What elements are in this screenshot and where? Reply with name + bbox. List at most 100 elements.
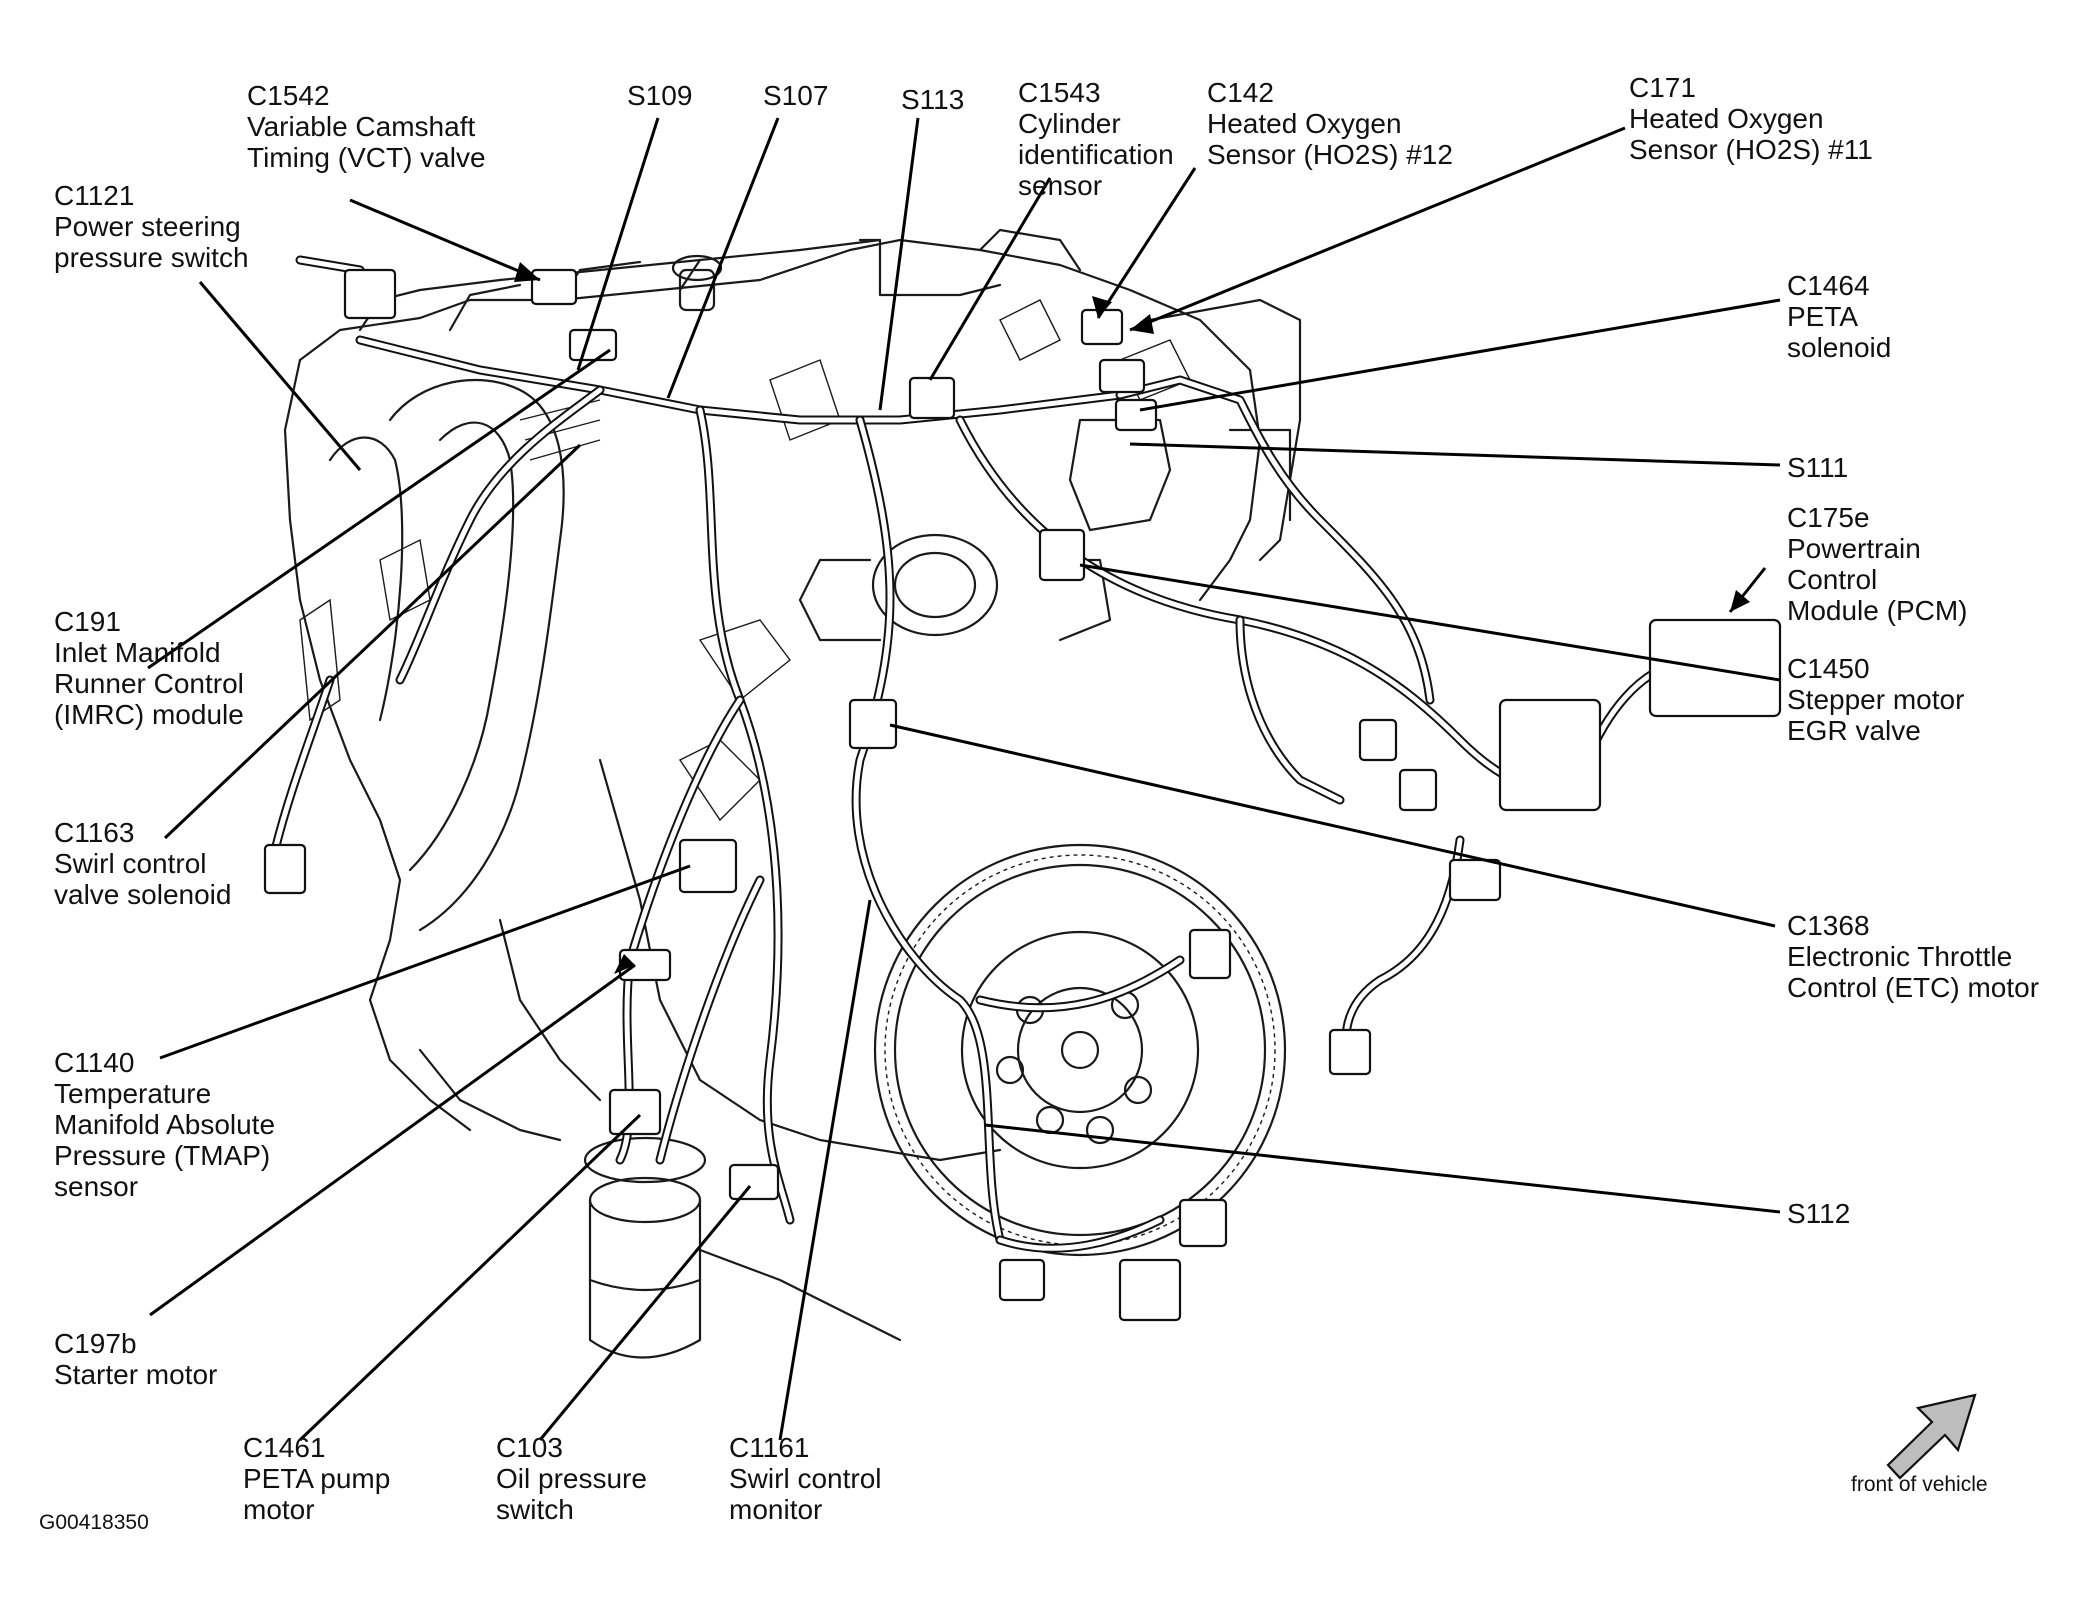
callout-description: Power steering bbox=[54, 211, 241, 242]
callout-description: sensor bbox=[54, 1171, 139, 1202]
callout-description: Stepper motor bbox=[1787, 684, 1965, 715]
tmap-connector bbox=[678, 838, 738, 894]
cylinder-id-connector bbox=[908, 376, 956, 420]
callout-description: Control bbox=[1787, 564, 1878, 595]
callout-description: Cylinder bbox=[1018, 108, 1121, 139]
callout-code: C142 bbox=[1207, 77, 1274, 108]
callout-code: C1161 bbox=[729, 1432, 810, 1463]
aux-connector-e bbox=[1328, 1028, 1372, 1076]
callout-description: Variable Camshaft bbox=[247, 111, 476, 142]
callout-code: C1542 bbox=[247, 80, 330, 111]
connectors bbox=[263, 268, 1782, 1322]
peta-solenoid-connector bbox=[1114, 398, 1158, 432]
aux-connector-f bbox=[1358, 718, 1398, 762]
ps-switch-connector bbox=[343, 268, 397, 320]
callout-code: C197b bbox=[54, 1328, 137, 1359]
callout-code: S107 bbox=[763, 80, 829, 111]
callout-description: Heated Oxygen bbox=[1207, 108, 1402, 139]
callout-description: Electronic Throttle bbox=[1787, 941, 2013, 972]
callout-description: solenoid bbox=[1787, 332, 1892, 363]
callout-code: C1163 bbox=[54, 817, 135, 848]
callout-s111: S111 bbox=[1787, 452, 1848, 483]
callout-code: C1121 bbox=[54, 180, 135, 211]
callout-description: Runner Control bbox=[54, 668, 244, 699]
arrowhead-c175e bbox=[1730, 590, 1750, 612]
callout-s107: S107 bbox=[763, 80, 828, 111]
callout-description: Starter motor bbox=[54, 1359, 218, 1390]
callout-code: C1464 bbox=[1787, 270, 1870, 301]
callout-code: C103 bbox=[496, 1432, 563, 1463]
arrowhead-c142 bbox=[1092, 296, 1112, 318]
callout-code: C175e bbox=[1787, 502, 1870, 533]
engine-drawing bbox=[283, 228, 1302, 1359]
callout-description: Pressure (TMAP) bbox=[54, 1140, 271, 1171]
callout-description: sensor bbox=[1018, 170, 1103, 201]
arrowhead-c197b bbox=[614, 954, 635, 974]
aux-connector-d bbox=[998, 1258, 1046, 1302]
aux-connector-a bbox=[1188, 928, 1232, 980]
callout-description: monitor bbox=[729, 1494, 823, 1525]
callout-description: Temperature bbox=[54, 1078, 212, 1109]
callout-description: Oil pressure bbox=[496, 1463, 647, 1494]
callout-s113: S113 bbox=[901, 84, 964, 115]
ho2s-12-connector bbox=[1080, 308, 1124, 346]
aux-connector-c bbox=[1118, 1258, 1182, 1322]
arrowhead-c1542 bbox=[514, 262, 540, 282]
callout-code: C1368 bbox=[1787, 910, 1870, 941]
egr-connector bbox=[1038, 528, 1086, 582]
wiring-harness bbox=[270, 255, 1705, 1253]
callout-s109: S109 bbox=[627, 80, 692, 111]
callout-description: Sensor (HO2S) #11 bbox=[1629, 134, 1873, 165]
callout-code: C171 bbox=[1629, 72, 1696, 103]
callout-code: S112 bbox=[1787, 1198, 1851, 1229]
etc-connector bbox=[848, 698, 898, 750]
callout-code: C1461 bbox=[243, 1432, 326, 1463]
callout-s112: S112 bbox=[1787, 1198, 1850, 1229]
ho2s-11-connector bbox=[1098, 358, 1146, 394]
callout-description: EGR valve bbox=[1787, 715, 1921, 746]
callout-description: PETA pump bbox=[243, 1463, 391, 1494]
callout-description: PETA bbox=[1787, 301, 1859, 332]
callout-code: S113 bbox=[901, 84, 965, 115]
arrowhead-c171 bbox=[1130, 314, 1154, 334]
callout-description: motor bbox=[243, 1494, 315, 1525]
callout-code: S109 bbox=[627, 80, 693, 111]
arrowheads bbox=[514, 262, 1750, 974]
arrow-icon bbox=[1886, 1393, 1977, 1480]
callout-code: C1450 bbox=[1787, 653, 1870, 684]
aux-connector-h bbox=[1448, 858, 1502, 902]
aux-connector-g bbox=[1398, 768, 1438, 812]
callout-description: identification bbox=[1018, 139, 1174, 170]
callout-description: Heated Oxygen bbox=[1629, 103, 1824, 134]
callout-code: C1140 bbox=[54, 1047, 135, 1078]
callout-description: Module (PCM) bbox=[1787, 595, 1968, 626]
peta-pump-connector bbox=[608, 1088, 662, 1136]
callout-description: (IMRC) module bbox=[54, 699, 244, 730]
callout-description: Sensor (HO2S) #12 bbox=[1207, 139, 1453, 170]
callout-code: C191 bbox=[54, 606, 121, 637]
callout-description: Manifold Absolute bbox=[54, 1109, 276, 1140]
callout-code: S111 bbox=[1787, 452, 1849, 483]
pcm-harness-connector bbox=[1498, 698, 1602, 812]
imrc-connector bbox=[568, 328, 618, 362]
swirl-valve-connector bbox=[263, 843, 307, 895]
aux-connector-b bbox=[1178, 1198, 1228, 1248]
callout-description: valve solenoid bbox=[54, 879, 232, 910]
leader-lines bbox=[147, 117, 1781, 1442]
callout-description: Swirl control bbox=[54, 848, 207, 879]
